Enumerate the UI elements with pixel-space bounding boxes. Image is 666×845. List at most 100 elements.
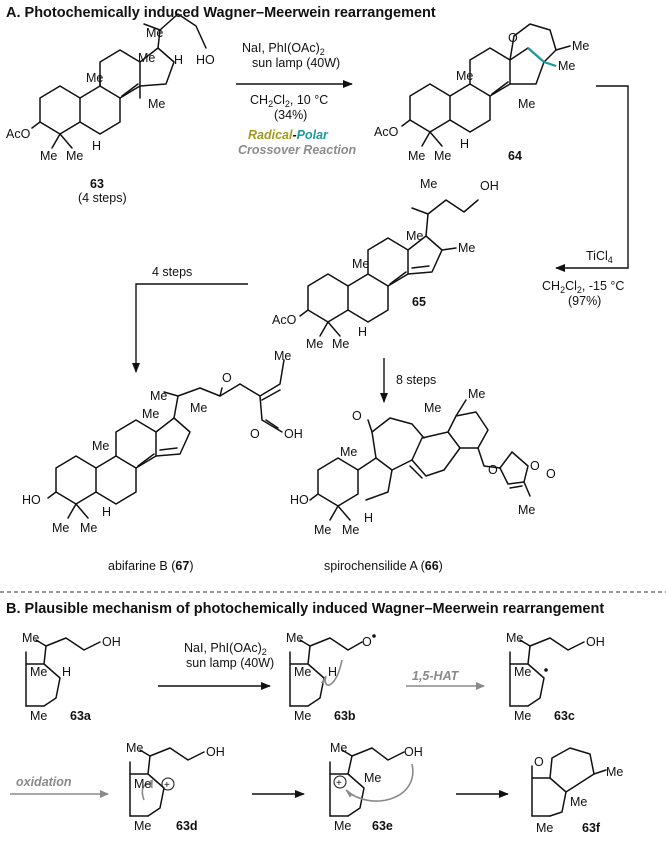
atom-me-63c-c13: Me xyxy=(514,665,531,679)
atom-me-67-c4a: Me xyxy=(52,521,69,535)
label-63e: 63e xyxy=(372,819,393,833)
atom-h-63-c5: H xyxy=(92,139,101,153)
atom-me-65-chain: Me xyxy=(420,177,437,191)
atom-ho-63: HO xyxy=(196,53,215,67)
atom-me-63e-c13: Me xyxy=(364,771,381,785)
atom-me-63b-c13: Me xyxy=(294,665,311,679)
attack-arrow-63e xyxy=(345,763,414,802)
reagent-1-line3: CH2Cl2, 10 °C xyxy=(250,93,328,109)
hat-label: 1,5-HAT xyxy=(412,669,460,683)
cation-plus-63d: + xyxy=(164,780,170,791)
atom-o-63b: O xyxy=(362,635,372,649)
atom-me-67-c10: Me xyxy=(92,439,109,453)
atom-o-67-ketone: O xyxy=(222,371,232,385)
label-63b: 63b xyxy=(334,709,356,723)
atom-o-66-ketone: O xyxy=(352,409,362,423)
structure-66 xyxy=(309,399,531,521)
atom-h-63b: H xyxy=(328,665,337,679)
cation-circle-63e xyxy=(333,775,347,789)
steps-4: 4 steps xyxy=(152,265,192,279)
atom-o-66-lactone: O xyxy=(530,459,540,473)
cation-circle-63d xyxy=(161,777,175,791)
atom-aco-63: AcO xyxy=(6,127,31,141)
atom-me-63a-c14: Me xyxy=(30,709,47,723)
atom-aco-65: AcO xyxy=(272,313,297,327)
steps-8: 8 steps xyxy=(396,373,436,387)
atom-me-64-c4b: Me xyxy=(434,149,451,163)
atom-me-63d-c13: Me xyxy=(134,777,151,791)
arrow-65-to-67 xyxy=(132,283,248,373)
structure-63e xyxy=(329,747,405,817)
atom-me-63d-chain: Me xyxy=(126,741,143,755)
atom-me-63-c14: Me xyxy=(148,97,165,111)
structure-65 xyxy=(299,199,479,337)
structure-67 xyxy=(47,359,285,519)
atom-me-63-c4a: Me xyxy=(40,149,57,163)
structure-63f xyxy=(531,747,607,817)
label-65: 65 xyxy=(412,295,426,309)
atom-me-63b-chain: Me xyxy=(286,631,303,645)
reagent-b-line1: NaI, PhI(OAc)2 xyxy=(184,641,267,657)
atom-ho-66: HO xyxy=(290,493,309,507)
atom-me-65-c13: Me xyxy=(406,229,423,243)
atom-me-65-c4a: Me xyxy=(306,337,323,351)
atom-me-63b-c14: Me xyxy=(294,709,311,723)
reagent-b-line2: sun lamp (40W) xyxy=(186,656,274,670)
radical-dot-63b xyxy=(372,634,376,638)
section-a-title: A. Photochemically induced Wagner–Meerwe… xyxy=(6,5,436,21)
atom-me-63a-c13: Me xyxy=(30,665,47,679)
atom-me-63c-chain: Me xyxy=(506,631,523,645)
atom-me-63f-a: Me xyxy=(606,765,623,779)
label-67: abifarine B (67) xyxy=(108,559,193,573)
atom-ho-67: HO xyxy=(22,493,41,507)
atom-me-63e-chain: Me xyxy=(330,741,347,755)
reagent-1-line2: sun lamp (40W) xyxy=(252,56,340,70)
label-63: 63 xyxy=(90,177,104,191)
atom-me-66-c4a: Me xyxy=(314,523,331,537)
atom-me-64-b: Me xyxy=(558,59,575,73)
atom-aco-64: AcO xyxy=(374,125,399,139)
atom-me-67-c17: Me xyxy=(190,401,207,415)
atom-me-67-chain: Me xyxy=(150,389,167,403)
atom-oh-67: OH xyxy=(284,427,303,441)
atom-o-63f: O xyxy=(534,755,544,769)
atom-me-66-c10: Me xyxy=(340,445,357,459)
bond-teal-64b xyxy=(543,60,557,68)
reagent-1-line1: NaI, PhI(OAc)2 xyxy=(242,41,325,57)
label-63f: 63f xyxy=(582,821,601,835)
atom-me-63e-c14: Me xyxy=(334,819,351,833)
atom-h-66: H xyxy=(364,511,373,525)
section-b-title: B. Plausible mechanism of photochemicall… xyxy=(6,601,604,617)
atom-me-63-c10: Me xyxy=(86,71,103,85)
label-63c: 63c xyxy=(554,709,575,723)
atom-me-63d-c14: Me xyxy=(134,819,151,833)
atom-oh-63a: OH xyxy=(102,635,121,649)
arrow-64-to-65 xyxy=(555,85,629,272)
atom-me-65-c4b: Me xyxy=(332,337,349,351)
hat-arrow-63b xyxy=(320,659,343,686)
atom-oh-63e: OH xyxy=(404,745,423,759)
atom-oh-63c: OH xyxy=(586,635,605,649)
atom-o-67-acid: O xyxy=(250,427,260,441)
reagent-1-yield: (34%) xyxy=(274,108,307,122)
label-63d: 63d xyxy=(176,819,198,833)
structure-63c xyxy=(509,637,585,707)
atom-me-67-c4b: Me xyxy=(80,521,97,535)
crossover-line2: Crossover Reaction xyxy=(238,143,356,157)
atom-h-64: H xyxy=(460,137,469,151)
atom-me-67-vinyl: Me xyxy=(274,349,291,363)
label-66: spirochensilide A (66) xyxy=(324,559,443,573)
atom-oh-63d: OH xyxy=(206,745,225,759)
atom-me-66-vinyl: Me xyxy=(518,503,535,517)
bond-teal-64a xyxy=(527,47,545,63)
atom-me-64-c10: Me xyxy=(456,69,473,83)
label-64: 64 xyxy=(508,149,522,163)
atom-me-66-b: Me xyxy=(468,387,485,401)
atom-h-65: H xyxy=(358,325,367,339)
atom-me-63-c4b: Me xyxy=(66,149,83,163)
atom-me-63a-chain: Me xyxy=(22,631,39,645)
atom-h-67: H xyxy=(102,505,111,519)
atom-me-63c-c14: Me xyxy=(514,709,531,723)
cation-plus-63e: + xyxy=(336,778,342,789)
